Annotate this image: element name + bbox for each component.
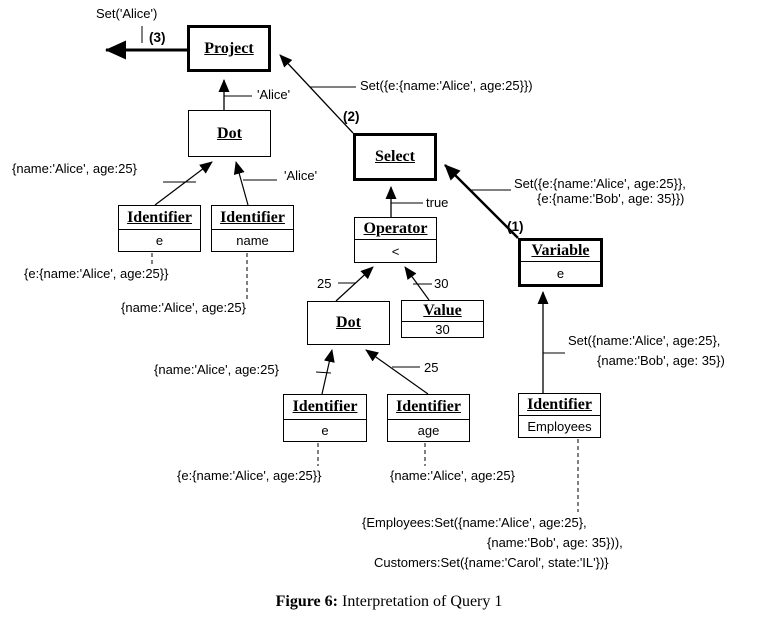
node-identifier-e-upper-title: Identifier bbox=[127, 208, 192, 226]
edge-dot-to-operator bbox=[335, 266, 374, 302]
node-identifier-employees-value: Employees bbox=[519, 415, 600, 437]
tick-dot-lower-left bbox=[315, 371, 332, 374]
edge-identifier-e-to-dot bbox=[154, 161, 213, 206]
node-operator: Operator < bbox=[354, 217, 437, 263]
node-operator-value: < bbox=[355, 239, 436, 262]
node-identifier-employees: Identifier Employees bbox=[518, 393, 601, 438]
label-step2: (2) bbox=[343, 109, 360, 124]
label-operator-left-input: 25 bbox=[317, 276, 332, 291]
edge-select-to-project bbox=[279, 54, 354, 134]
node-value-30-title: Value bbox=[423, 302, 462, 319]
figure-caption-number: Figure 6: bbox=[275, 593, 338, 610]
node-identifier-e-lower: Identifier e bbox=[283, 394, 367, 442]
label-employees-set-line1: Set({name:'Alice', age:25}, bbox=[568, 333, 721, 348]
label-dot-upper-left-input: {name:'Alice', age:25} bbox=[12, 161, 137, 176]
value-dashed-links bbox=[151, 253, 579, 512]
edge-identifier-name-to-dot bbox=[233, 161, 249, 206]
node-identifier-name-title: Identifier bbox=[220, 208, 285, 226]
node-identifier-e-upper: Identifier e bbox=[118, 205, 201, 252]
node-identifier-e-lower-title: Identifier bbox=[292, 398, 358, 415]
annotation-ticks bbox=[141, 26, 565, 374]
node-dot-upper-title: Dot bbox=[217, 124, 242, 142]
node-dot-lower: Dot bbox=[307, 301, 390, 345]
solid-edges bbox=[105, 40, 549, 395]
node-identifier-age-title: Identifier bbox=[396, 398, 461, 415]
label-environment-line3: Customers:Set({name:'Carol', state:'IL'}… bbox=[374, 555, 609, 570]
label-employees-set-line2: {name:'Bob', age: 35}) bbox=[597, 353, 725, 368]
label-identifier-age-value: {name:'Alice', age:25} bbox=[390, 468, 515, 483]
node-variable-e-title: Variable bbox=[531, 242, 590, 259]
node-select-title: Select bbox=[375, 148, 415, 165]
label-identifier-e-lower-value: {e:{name:'Alice', age:25}} bbox=[177, 468, 322, 483]
label-dot-lower-right-input: 25 bbox=[424, 360, 439, 375]
label-dot-lower-left-input: {name:'Alice', age:25} bbox=[154, 362, 279, 377]
node-identifier-e-upper-value: e bbox=[119, 229, 200, 251]
label-step3: (3) bbox=[149, 30, 166, 45]
label-dot-upper-right-input: 'Alice' bbox=[284, 168, 318, 183]
edge-variable-to-select bbox=[444, 164, 519, 239]
label-step1: (1) bbox=[507, 219, 524, 234]
label-alice-project-input: 'Alice' bbox=[257, 87, 291, 102]
label-identifier-name-value: {name:'Alice', age:25} bbox=[121, 300, 246, 315]
node-identifier-e-lower-value: e bbox=[284, 419, 366, 441]
node-identifier-employees-title: Identifier bbox=[527, 395, 592, 413]
node-variable-e: Variable e bbox=[518, 238, 603, 287]
label-variable-result-line2: {e:{name:'Bob', age: 35}}) bbox=[537, 191, 685, 206]
edge-identifier-e-to-dot-lower bbox=[321, 349, 335, 395]
label-environment-line2: {name:'Bob', age: 35})), bbox=[487, 535, 623, 550]
node-identifier-age: Identifier age bbox=[387, 394, 470, 442]
label-result-set: Set('Alice') bbox=[96, 6, 158, 21]
node-select: Select bbox=[353, 133, 437, 181]
node-value-30-value: 30 bbox=[402, 321, 483, 337]
label-operator-right-input: 30 bbox=[434, 276, 449, 291]
label-variable-result-line1: Set({e:{name:'Alice', age:25}}, bbox=[514, 176, 686, 191]
node-dot-lower-title: Dot bbox=[336, 314, 361, 331]
node-identifier-name-value: name bbox=[212, 229, 293, 251]
label-identifier-e-upper-value: {e:{name:'Alice', age:25}} bbox=[24, 266, 169, 281]
label-true: true bbox=[426, 195, 449, 210]
node-dot-upper: Dot bbox=[188, 110, 271, 157]
node-value-30: Value 30 bbox=[401, 300, 484, 338]
node-project-title: Project bbox=[204, 39, 254, 57]
node-operator-title: Operator bbox=[363, 219, 428, 237]
figure-caption: Figure 6: Interpretation of Query 1 bbox=[0, 593, 778, 611]
label-environment-line1: {Employees:Set({name:'Alice', age:25}, bbox=[362, 515, 587, 530]
node-identifier-name: Identifier name bbox=[211, 205, 294, 252]
edge-identifier-age-to-dot-lower bbox=[365, 349, 429, 395]
node-identifier-age-value: age bbox=[388, 419, 469, 441]
node-variable-e-value: e bbox=[521, 261, 600, 284]
label-select-result: Set({e:{name:'Alice', age:25}}) bbox=[360, 78, 533, 93]
figure-caption-text: Interpretation of Query 1 bbox=[337, 593, 503, 610]
node-project: Project bbox=[187, 25, 271, 72]
